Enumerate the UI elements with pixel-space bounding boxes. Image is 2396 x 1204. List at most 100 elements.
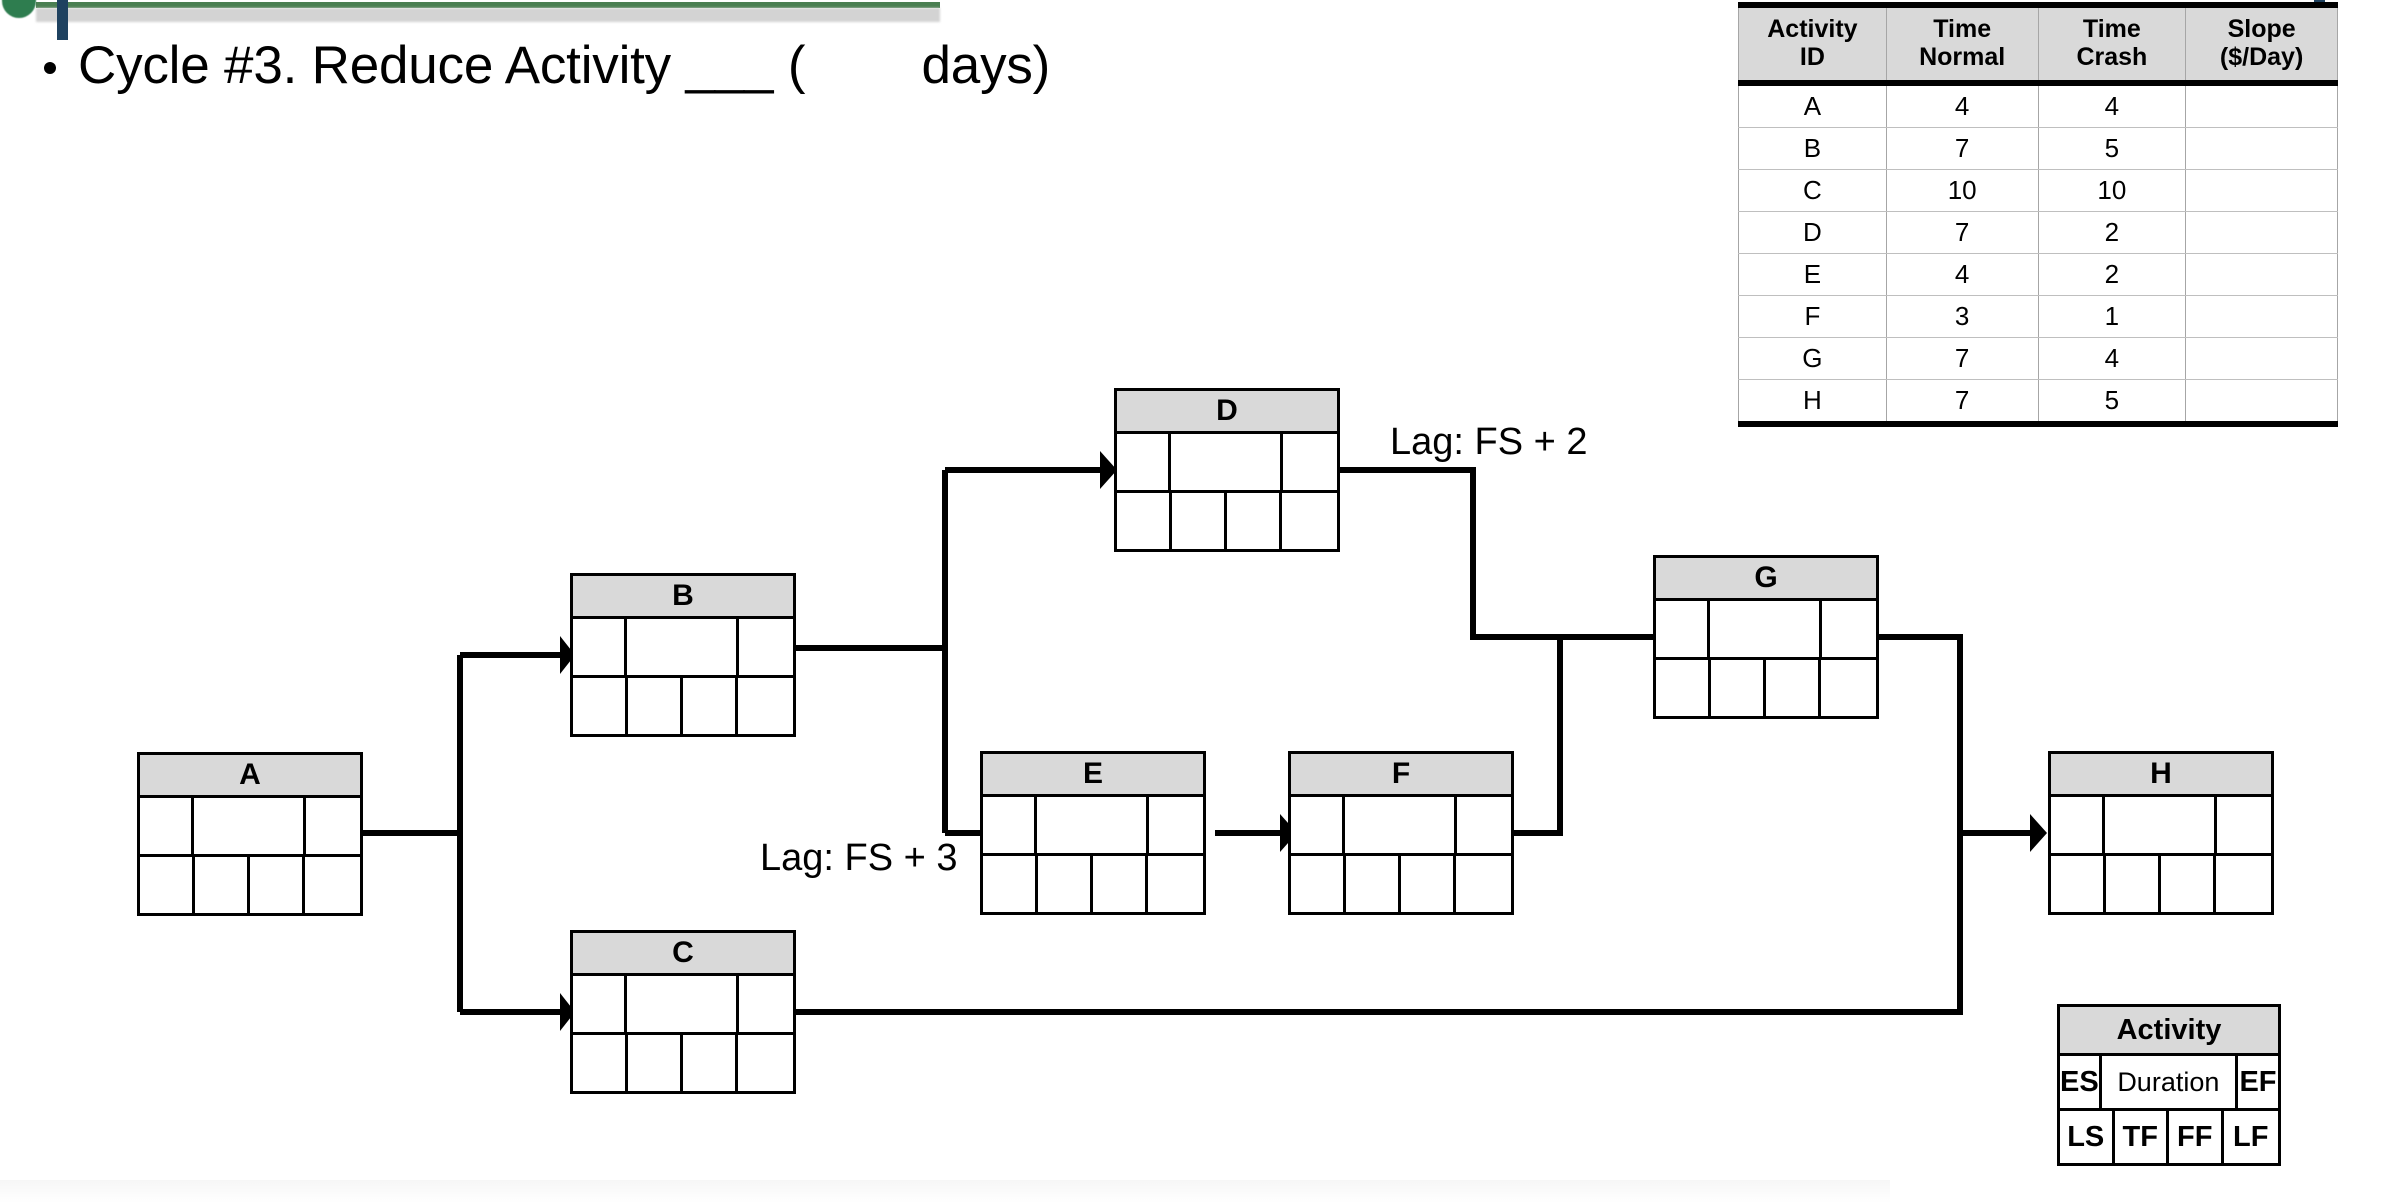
cell-es[interactable] — [1291, 797, 1345, 853]
cell-ff[interactable] — [2161, 856, 2216, 912]
cell-time-crash: 2 — [2037, 211, 2187, 254]
cell-ef[interactable] — [2217, 797, 2271, 853]
cell-ff[interactable] — [250, 857, 305, 913]
activity-node-a[interactable]: A — [137, 752, 363, 916]
legend-cell-es: ES — [2060, 1056, 2102, 1108]
cell-tf[interactable] — [1172, 493, 1227, 549]
legend-row-top: ES Duration EF — [2060, 1056, 2278, 1111]
cell-tf[interactable] — [1038, 856, 1093, 912]
cell-lf[interactable] — [738, 1035, 793, 1091]
cell-tf[interactable] — [1711, 660, 1766, 716]
cell-ls[interactable] — [1291, 856, 1346, 912]
cell-lf[interactable] — [738, 678, 793, 734]
cell-ls[interactable] — [1656, 660, 1711, 716]
cell-ff[interactable] — [1401, 856, 1456, 912]
cell-activity-id: C — [1738, 169, 1887, 212]
cell-tf[interactable] — [195, 857, 250, 913]
cell-lf[interactable] — [1148, 856, 1203, 912]
cell-ef[interactable] — [1457, 797, 1511, 853]
cell-lf[interactable] — [1456, 856, 1511, 912]
bullet-icon — [44, 62, 56, 74]
cell-slope — [2185, 83, 2338, 128]
activity-node-d-label: D — [1117, 391, 1337, 434]
cell-es[interactable] — [1117, 434, 1171, 490]
cell-ls[interactable] — [573, 678, 628, 734]
cell-tf[interactable] — [1346, 856, 1401, 912]
cell-slope — [2185, 211, 2338, 254]
cell-ff[interactable] — [1093, 856, 1148, 912]
column-header-time-crash: Time Crash — [2037, 2, 2187, 86]
table-row: C 10 10 — [1738, 169, 2338, 212]
crash-table-body: A 4 4 B 7 5 C 10 10 D 7 2 — [1738, 83, 2338, 427]
table-row: F 3 1 — [1738, 295, 2338, 338]
top-gray-bar — [36, 8, 940, 22]
cell-time-normal: 7 — [1885, 211, 2039, 254]
cell-ls[interactable] — [573, 1035, 628, 1091]
cell-duration[interactable] — [1037, 797, 1149, 853]
cell-lf[interactable] — [2216, 856, 2271, 912]
cell-duration[interactable] — [627, 976, 739, 1032]
cell-ef[interactable] — [1149, 797, 1203, 853]
activity-node-g[interactable]: G — [1653, 555, 1879, 719]
cell-es[interactable] — [983, 797, 1037, 853]
table-row: B 7 5 — [1738, 127, 2338, 170]
activity-node-e-label: E — [983, 754, 1203, 797]
cell-time-crash: 4 — [2037, 83, 2187, 128]
legend-cell-duration: Duration — [2102, 1056, 2238, 1108]
activity-node-d[interactable]: D — [1114, 388, 1340, 552]
cell-ls[interactable] — [983, 856, 1038, 912]
textbox-handle-left[interactable] — [57, 0, 68, 40]
cell-ef[interactable] — [739, 976, 793, 1032]
legend-title: Activity — [2060, 1007, 2278, 1056]
activity-node-e[interactable]: E — [980, 751, 1206, 915]
cell-es[interactable] — [2051, 797, 2105, 853]
cell-lf[interactable] — [305, 857, 360, 913]
activity-node-c-row-bottom — [573, 1035, 793, 1091]
table-row: G 7 4 — [1738, 337, 2338, 380]
activity-node-b[interactable]: B — [570, 573, 796, 737]
cell-duration[interactable] — [2105, 797, 2217, 853]
cell-ef[interactable] — [1822, 601, 1876, 657]
lag-label-d-g: Lag: FS + 2 — [1390, 421, 1588, 463]
activity-node-e-row-bottom — [983, 856, 1203, 912]
cell-ef[interactable] — [1283, 434, 1337, 490]
cell-es[interactable] — [573, 619, 627, 675]
legend-cell-ls: LS — [2060, 1111, 2115, 1163]
cell-ef[interactable] — [739, 619, 793, 675]
cell-ff[interactable] — [683, 678, 738, 734]
table-row: D 7 2 — [1738, 211, 2338, 254]
cell-activity-id: A — [1738, 83, 1887, 128]
cell-duration[interactable] — [1171, 434, 1283, 490]
cell-tf[interactable] — [628, 678, 683, 734]
cell-ls[interactable] — [1117, 493, 1172, 549]
cell-tf[interactable] — [628, 1035, 683, 1091]
cell-es[interactable] — [140, 798, 194, 854]
cell-ff[interactable] — [1766, 660, 1821, 716]
edge-g-h — [1875, 634, 2030, 836]
activity-node-b-row-bottom — [573, 678, 793, 734]
lag-label-b-e: Lag: FS + 3 — [760, 837, 958, 879]
cell-duration[interactable] — [1345, 797, 1457, 853]
cell-ls[interactable] — [140, 857, 195, 913]
cell-lf[interactable] — [1282, 493, 1337, 549]
cell-ff[interactable] — [1227, 493, 1282, 549]
cell-es[interactable] — [1656, 601, 1710, 657]
cell-activity-id: G — [1738, 337, 1887, 380]
activity-node-f[interactable]: F — [1288, 751, 1514, 915]
cell-duration[interactable] — [1710, 601, 1822, 657]
activity-node-h[interactable]: H — [2048, 751, 2274, 915]
cell-ff[interactable] — [683, 1035, 738, 1091]
cell-ef[interactable] — [306, 798, 360, 854]
arrowhead-g-h — [2030, 814, 2047, 852]
cell-duration[interactable] — [194, 798, 306, 854]
activity-node-c[interactable]: C — [570, 930, 796, 1094]
cell-ls[interactable] — [2051, 856, 2106, 912]
cell-time-crash: 10 — [2037, 169, 2187, 212]
cell-slope — [2185, 295, 2338, 338]
cell-duration[interactable] — [627, 619, 739, 675]
cell-lf[interactable] — [1821, 660, 1876, 716]
cell-tf[interactable] — [2106, 856, 2161, 912]
cell-time-normal: 4 — [1885, 253, 2039, 296]
cell-es[interactable] — [573, 976, 627, 1032]
cell-time-normal: 3 — [1885, 295, 2039, 338]
